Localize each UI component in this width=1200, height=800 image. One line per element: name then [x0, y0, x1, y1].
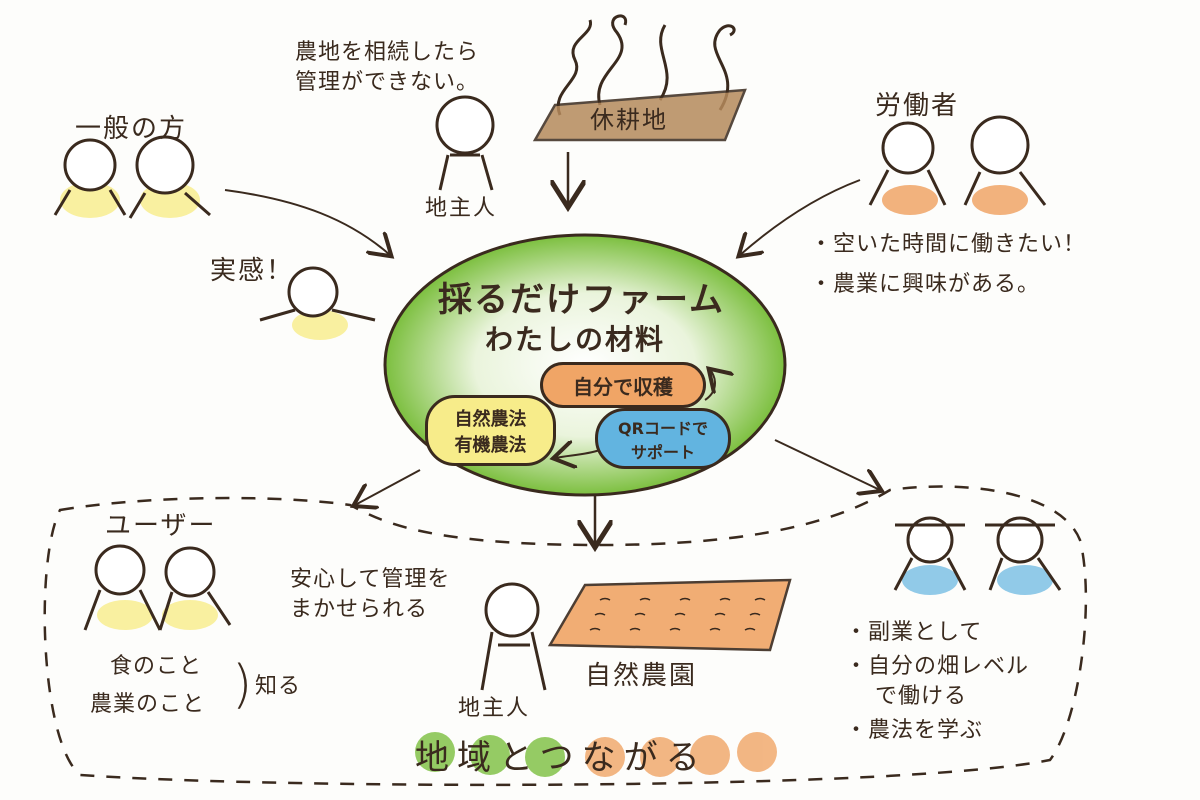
landowner-label-top: 地主人 [425, 196, 498, 221]
arrow-center-to-workers [774, 439, 880, 490]
landowner-top-figure [435, 95, 495, 191]
service-subtitle: わたしの材料 [485, 323, 666, 356]
realize-figure [259, 266, 376, 340]
note-line: まかせられる [290, 597, 429, 622]
arrow-workers-to-center [740, 179, 861, 255]
self-harvest-text: 自分で収穫 [573, 374, 673, 399]
self-harvest-bubble: 自分で収穫 [540, 362, 706, 408]
learn-item: 食のこと [110, 654, 203, 679]
bracket-icon: ) [232, 655, 253, 715]
farmworker-benefits: ・副業として ・自分の畑レベル で働ける ・農法を学ぶ [845, 618, 1029, 746]
worker-reason: ・空いた時間に働きたい！ [810, 232, 1087, 257]
users-learn-list: 食のこと 農業のこと [90, 652, 205, 720]
community-dots [415, 732, 777, 777]
public-figures [53, 135, 211, 219]
natural-farm-field [547, 578, 792, 652]
benefit-item: ・農法を学ぶ [845, 718, 984, 743]
farming-method-text: 有機農法 [454, 434, 527, 456]
qr-support-bubble: QRコードで サポート [595, 408, 731, 469]
general-public-label: 一般の方 [75, 114, 188, 144]
benefit-item: ・自分の畑レベル [845, 654, 1030, 679]
landowner-concern-note: 農地を相続したら 管理ができない。 [295, 38, 479, 98]
service-title: 採るだけファーム [438, 280, 725, 320]
fallow-land-patch [532, 88, 747, 142]
fallow-land-label: 休耕地 [590, 106, 668, 134]
landowner-relief-note: 安心して管理を まかせられる [290, 565, 450, 625]
benefit-item: ・副業として [845, 620, 983, 645]
arrow-public-to-center [224, 189, 390, 255]
arrow-center-to-users [355, 469, 421, 505]
benefit-item: で働ける [875, 684, 968, 709]
learn-item: 農業のこと [90, 692, 206, 717]
community-label: 地域とつながる [415, 738, 708, 778]
note-line: 農地を相続したら [295, 40, 480, 65]
know-verb: 知る [255, 674, 302, 699]
workers-figures [868, 115, 1047, 215]
crop-rows-icon [589, 597, 766, 631]
qr-support-text: サポート [630, 442, 695, 462]
qr-support-text: QRコードで [618, 418, 708, 438]
realize-label: 実感！ [210, 256, 295, 286]
note-line: 安心して管理を [290, 567, 451, 592]
community-dashed-outline [43, 485, 1088, 787]
note-line: 管理ができない。 [295, 70, 480, 95]
users-label: ユーザー [105, 511, 217, 541]
workers-label: 労働者 [875, 91, 960, 121]
landowner-label-bottom: 地主人 [458, 696, 531, 721]
farming-method-text: 自然農法 [454, 408, 527, 430]
users-figures [83, 544, 232, 631]
worker-reason: ・農業に興味がある。 [810, 272, 1041, 297]
farming-method-bubble: 自然農法 有機農法 [425, 395, 556, 466]
farmworker-figures [893, 516, 1062, 595]
steam-icon [556, 14, 736, 116]
workers-reasons: ・空いた時間に働きたい！ ・農業に興味がある。 [810, 230, 1086, 300]
landowner-bottom-figure [480, 582, 547, 691]
natural-farm-label: 自然農園 [585, 661, 698, 691]
